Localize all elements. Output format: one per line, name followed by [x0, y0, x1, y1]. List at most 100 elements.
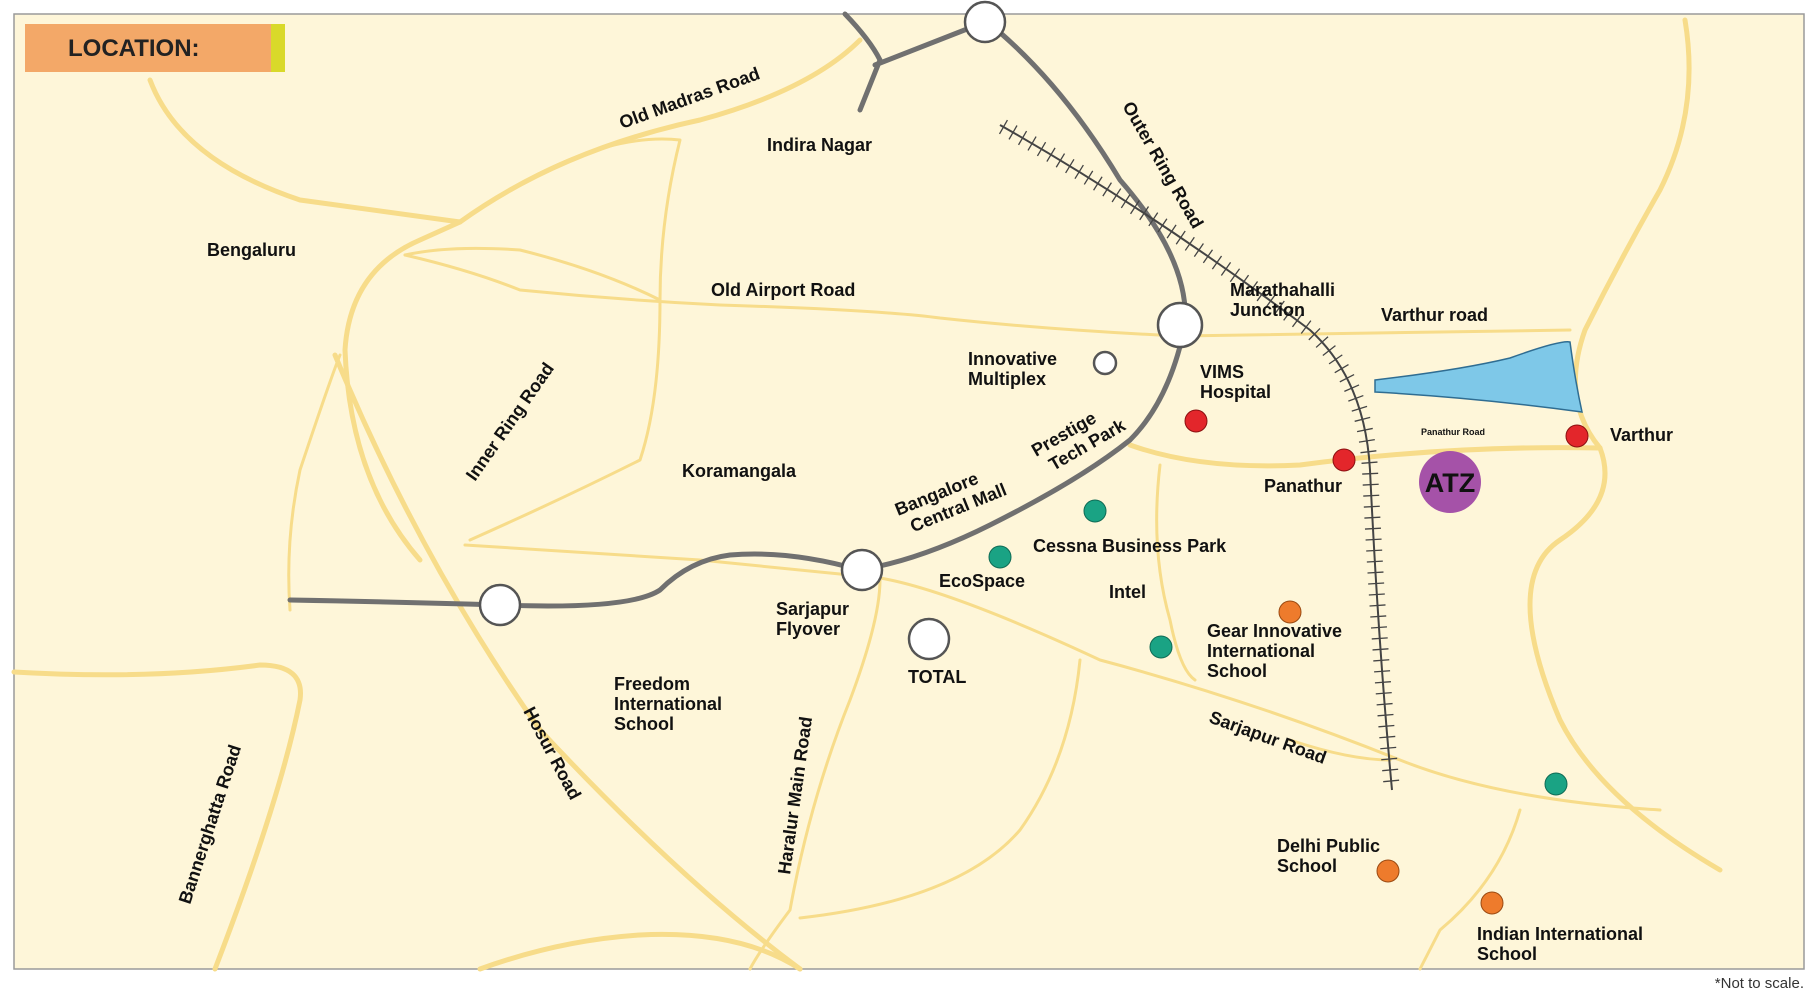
- sarjapur-road-line: [748, 578, 882, 971]
- railway-tie: [1238, 274, 1250, 289]
- railway-tie: [1256, 287, 1267, 302]
- railway-tie: [1308, 328, 1321, 341]
- marker-green: [1083, 499, 1107, 523]
- old-airport-road-line: [403, 253, 1572, 338]
- railway-tie: [1376, 702, 1393, 706]
- railway-tie: [1381, 757, 1398, 761]
- junction-circle: [478, 583, 522, 627]
- hosur-road-line: [332, 352, 803, 972]
- outer-ring-road-line: [842, 11, 1188, 573]
- marker-orange: [1376, 859, 1400, 883]
- not-to-scale-note: *Not to scale.: [1715, 975, 1804, 992]
- railway-tie: [1175, 230, 1186, 245]
- railway-tie: [1383, 779, 1400, 783]
- railway-tie: [1328, 354, 1343, 365]
- marker-red: [1184, 409, 1208, 433]
- junction-circle: [1156, 301, 1204, 349]
- location-header-accent: [271, 24, 285, 72]
- junction-circle: [963, 0, 1007, 44]
- marker-red: [1332, 448, 1356, 472]
- railway-tie: [1017, 130, 1028, 146]
- junction-circle: [840, 548, 884, 592]
- place-label-total: TOTAL: [908, 667, 966, 687]
- railway-tie: [1369, 604, 1386, 607]
- railway-tie: [1374, 670, 1391, 673]
- area-label-koramangala: Koramangala: [682, 461, 797, 481]
- junction-circle: [1092, 350, 1118, 376]
- marker-orange: [1278, 600, 1302, 624]
- railway-tie: [1339, 374, 1355, 383]
- railway-tie: [1202, 249, 1214, 264]
- railway-tie: [1247, 281, 1259, 295]
- location-header-box: [25, 24, 271, 72]
- area-label-indira-nagar: Indira Nagar: [767, 135, 872, 155]
- place-label-cessna-business-park: Cessna Business Park: [1033, 536, 1227, 556]
- place-label-delhi-public-school: Delhi Public School: [1277, 836, 1385, 876]
- place-label-ecospace: EcoSpace: [939, 571, 1025, 591]
- railway-tie: [1229, 268, 1241, 283]
- marker-orange: [1480, 891, 1504, 915]
- atz-project-marker: [1419, 451, 1481, 513]
- railway-tie: [1377, 713, 1394, 717]
- railway-tie: [1083, 170, 1094, 185]
- railway-tie: [1074, 164, 1084, 180]
- railway-tie: [1193, 243, 1204, 258]
- road-label-panathur-road: Panathur Road: [1421, 427, 1485, 437]
- railway-tie: [1065, 158, 1075, 174]
- railway-tie: [1356, 427, 1373, 433]
- railway-tie: [1382, 768, 1399, 772]
- railway-tie: [1354, 416, 1371, 422]
- place-label-gear-school: Gear Innovative International School: [1207, 621, 1347, 681]
- area-label-intel: Intel: [1109, 582, 1146, 602]
- railway-tie: [1361, 461, 1378, 464]
- railway-tie: [1283, 307, 1294, 321]
- railway-tie: [998, 119, 1008, 135]
- railway-tie: [1372, 648, 1389, 651]
- atz-label: ATZ: [1425, 468, 1475, 498]
- railway-tie: [1322, 345, 1336, 356]
- railway-tie: [1363, 494, 1380, 497]
- railway-tie: [1368, 582, 1385, 585]
- railway-tie: [1364, 516, 1381, 519]
- railway-tie: [1102, 182, 1112, 197]
- road-label-old-airport-road: Old Airport Road: [711, 280, 855, 300]
- marker-green: [988, 545, 1012, 569]
- railway-tie: [1157, 218, 1168, 233]
- railway-tie: [1220, 261, 1232, 276]
- railway-tie: [1184, 236, 1195, 251]
- bannerghatta-road-line: [11, 662, 303, 972]
- railway-tie: [1166, 224, 1177, 239]
- place-label-varthur: Varthur: [1610, 425, 1673, 445]
- marker-red: [1565, 424, 1589, 448]
- panathur-road-line: [1127, 442, 1603, 469]
- railway-tie: [1027, 136, 1037, 151]
- place-label-marathahalli: Marathahalli Junction: [1230, 280, 1340, 320]
- railway-tie: [1358, 438, 1375, 443]
- railway-tie: [1265, 294, 1276, 308]
- railway-tie: [1055, 153, 1066, 168]
- map-background: [13, 13, 1805, 970]
- railway-tie: [1366, 549, 1383, 552]
- railway-tie: [1093, 176, 1103, 191]
- road-label-varthur-road: Varthur road: [1381, 305, 1488, 325]
- railway-tie: [1120, 194, 1131, 209]
- ring-roads: [287, 11, 1188, 609]
- railway-tie: [1373, 659, 1390, 662]
- railway-tie: [1379, 735, 1396, 739]
- railway-tie: [1362, 472, 1379, 475]
- railway-tie: [1371, 637, 1388, 640]
- railway-tie: [1129, 200, 1140, 215]
- road-network: [11, 17, 1723, 972]
- junction-circle: [907, 617, 951, 661]
- railway-tie: [1362, 483, 1379, 486]
- railway-tie: [1370, 615, 1387, 618]
- railway-tie: [1211, 255, 1223, 270]
- railway-tie: [1111, 188, 1122, 203]
- place-label-vims-hospital: VIMS Hospital: [1200, 362, 1271, 402]
- varthur-lake: [1374, 341, 1583, 413]
- railway-tie: [1046, 147, 1056, 162]
- place-label-sarjapur-flyover: Sarjapur Flyover: [776, 599, 854, 639]
- railway-tie: [1148, 212, 1159, 227]
- railway-tie: [1008, 125, 1018, 140]
